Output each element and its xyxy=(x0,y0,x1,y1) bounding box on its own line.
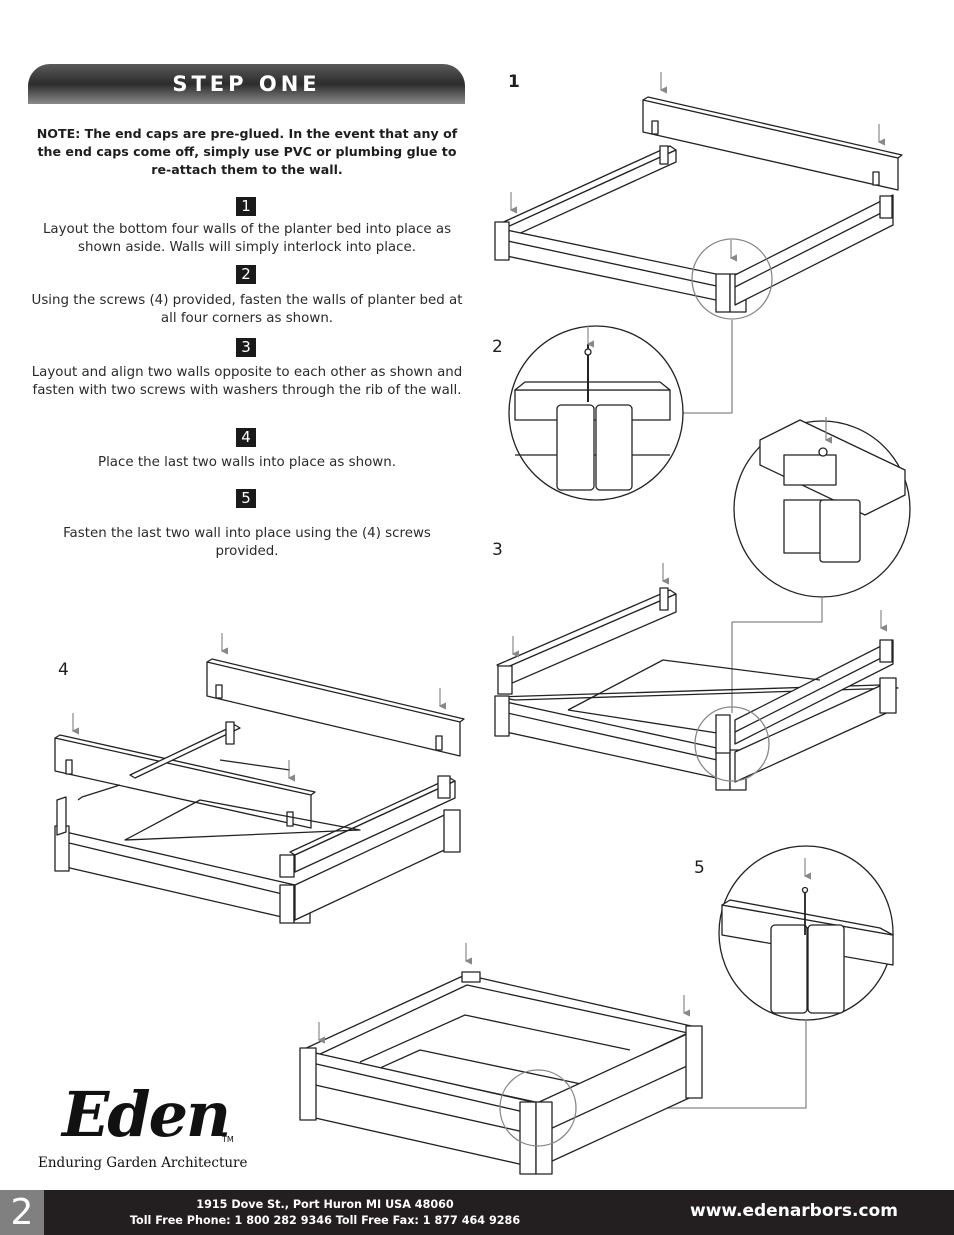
figure-3-drawing xyxy=(494,587,899,791)
eden-logo: Eden xyxy=(62,1078,231,1151)
figure-4-drawing xyxy=(54,658,465,924)
footer-contact: 1915 Dove St., Port Huron MI USA 48060 T… xyxy=(120,1197,530,1229)
step-4-number: 4 xyxy=(236,428,256,447)
finished-planter-drawing xyxy=(299,971,703,1175)
step-1-number: 1 xyxy=(236,197,256,216)
figure-5-label: 5 xyxy=(694,858,705,878)
figure-4-label: 4 xyxy=(58,660,69,680)
step-3-number: 3 xyxy=(236,338,256,357)
step-2-number: 2 xyxy=(236,265,256,284)
trademark-mark: TM xyxy=(222,1135,234,1144)
logo-tagline: Enduring Garden Architecture xyxy=(38,1155,248,1171)
step-4-text: Place the last two walls into place as s… xyxy=(98,455,396,470)
glue-note: NOTE: The end caps are pre-glued. In the… xyxy=(36,126,458,177)
step-1-text: Layout the bottom four walls of the plan… xyxy=(42,222,452,255)
website-link[interactable]: www.edenarbors.com xyxy=(690,1201,898,1221)
figure-1-drawing xyxy=(494,96,903,313)
figure-2-label: 2 xyxy=(492,337,503,357)
footer-address: 1915 Dove St., Port Huron MI USA 48060 xyxy=(196,1198,454,1211)
figure-3-label: 3 xyxy=(492,540,503,560)
figure-1-label: 1 xyxy=(508,72,520,92)
step-5-number: 5 xyxy=(236,489,256,508)
footer-bar xyxy=(0,1190,954,1235)
step-title: STEP ONE xyxy=(172,72,321,96)
footer-phones: Toll Free Phone: 1 800 282 9346 Toll Fre… xyxy=(129,1214,521,1227)
figure-2-detail xyxy=(508,325,684,501)
step-5-text: Fasten the last two wall into place usin… xyxy=(63,526,431,559)
figure-5-detail xyxy=(718,845,894,1021)
figure-3-detail xyxy=(733,419,911,598)
step-one-banner: STEP ONE xyxy=(28,64,465,104)
step-3-text: Layout and align two walls opposite to e… xyxy=(31,365,463,398)
step-2-text: Using the screws (4) provided, fasten th… xyxy=(31,293,463,326)
page-number: 2 xyxy=(0,1190,44,1235)
